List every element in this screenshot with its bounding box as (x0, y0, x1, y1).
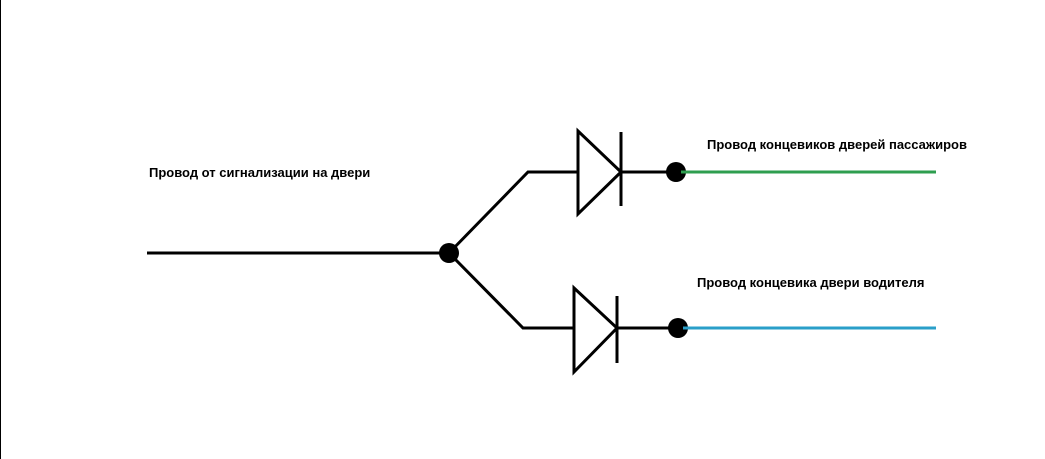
input-wire-label: Провод от сигнализации на двери (149, 165, 371, 180)
lower-diode (572, 284, 620, 376)
lower-branch-wire (447, 251, 574, 330)
upper-diode-triangle (576, 127, 624, 218)
upper-diode (576, 127, 624, 218)
upper-branch-wire (447, 170, 578, 255)
driver-wire-label: Провод концевика двери водителя (697, 275, 925, 290)
upper-terminal-node (666, 162, 686, 182)
lower-terminal-node (668, 318, 688, 338)
passenger-wire-label: Провод концевиков дверей пассажиров (707, 137, 967, 152)
lower-diode-triangle (572, 284, 620, 376)
